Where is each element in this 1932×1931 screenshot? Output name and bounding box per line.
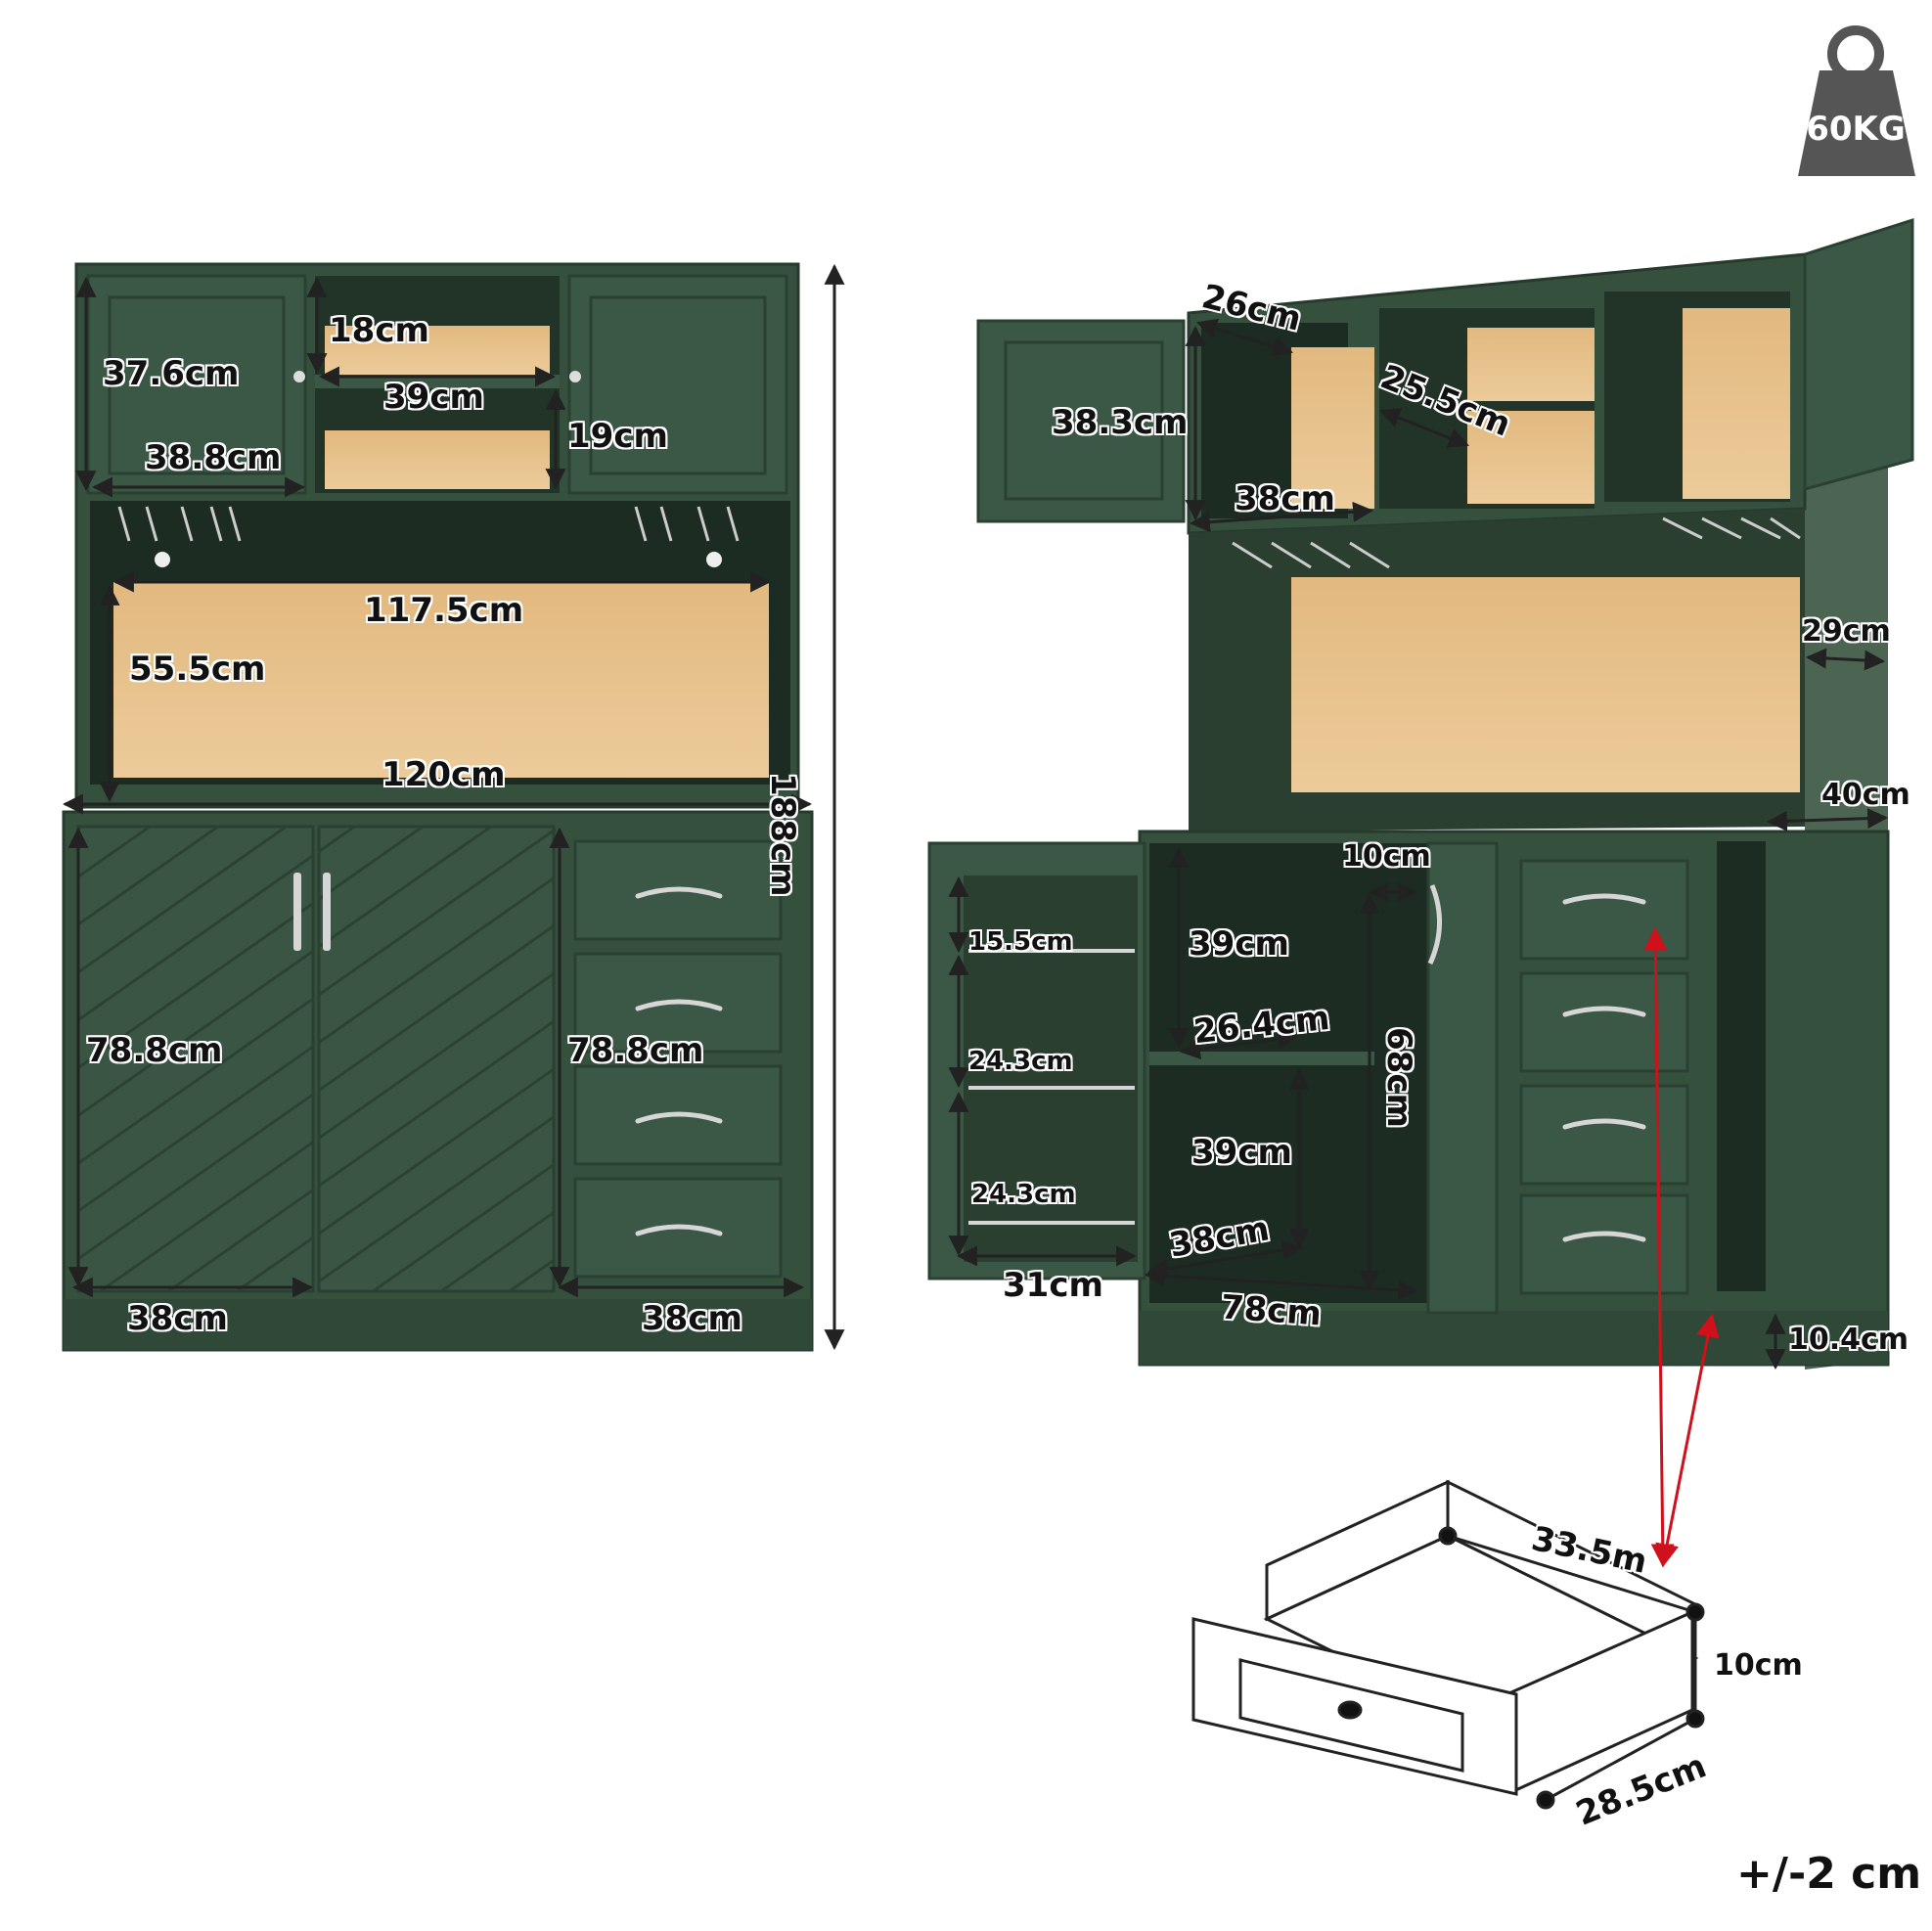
front-top-door-height-label: 37.6cm [103, 354, 240, 393]
side-door-width-label: 31cm [1003, 1266, 1103, 1305]
front-middle-shelf-lower-label: 19cm [567, 417, 668, 456]
side-door-shelf-2-label: 24.3cm [968, 1047, 1073, 1076]
drawer-height-label: 10cm [1714, 1648, 1803, 1683]
side-door-shelf-3-label: 24.3cm [971, 1180, 1076, 1209]
drawer-detail-dimension-lines [1438, 1526, 1705, 1810]
side-top-inner-width-label: 38cm [1235, 479, 1335, 518]
weight-capacity-label: 60KG [1806, 110, 1906, 149]
side-depth-upper-label: 29cm [1802, 614, 1891, 649]
side-inner-width-label: 78cm [1219, 1287, 1324, 1334]
front-view-dimension-lines [62, 263, 845, 1351]
front-top-door-width-label: 38.8cm [145, 438, 282, 477]
front-middle-shelf-width-label: 39cm [383, 378, 484, 417]
front-drawer-width-label: 38cm [642, 1299, 742, 1338]
front-left-door-width-label: 38cm [127, 1299, 228, 1338]
drawer-callout-lines [1643, 926, 1720, 1568]
front-view-cabinet [62, 262, 814, 1352]
side-door-shelf-1-label: 15.5cm [968, 927, 1073, 957]
front-drawer-stack-height-label: 78.8cm [567, 1031, 704, 1070]
front-open-shelf-width-label: 117.5cm [364, 591, 524, 630]
side-inner-upper-height-label: 39cm [1189, 924, 1289, 964]
side-inner-lower-height-label: 39cm [1191, 1133, 1292, 1172]
weight-icon [1798, 25, 1915, 176]
front-open-shelf-height-label: 55.5cm [129, 650, 266, 689]
side-inner-gap-label: 10cm [1342, 839, 1431, 874]
tolerance-note: +/-2 cm [1736, 1849, 1922, 1899]
side-depth-lower-label: 40cm [1821, 778, 1910, 812]
drawer-detail-drawing [1191, 1479, 1699, 1796]
side-view-dimension-lines [948, 318, 1889, 1370]
front-middle-shelf-upper-label: 18cm [329, 311, 429, 350]
side-inner-total-height-label: 68cm [1379, 1027, 1418, 1128]
side-top-door-height-label: 38.3cm [1052, 403, 1189, 442]
front-total-width-label: 120cm [382, 755, 506, 794]
front-left-door-height-label: 78.8cm [86, 1031, 223, 1070]
side-plinth-height-label: 10.4cm [1788, 1323, 1910, 1357]
front-total-height-label: 188cm [763, 773, 802, 897]
